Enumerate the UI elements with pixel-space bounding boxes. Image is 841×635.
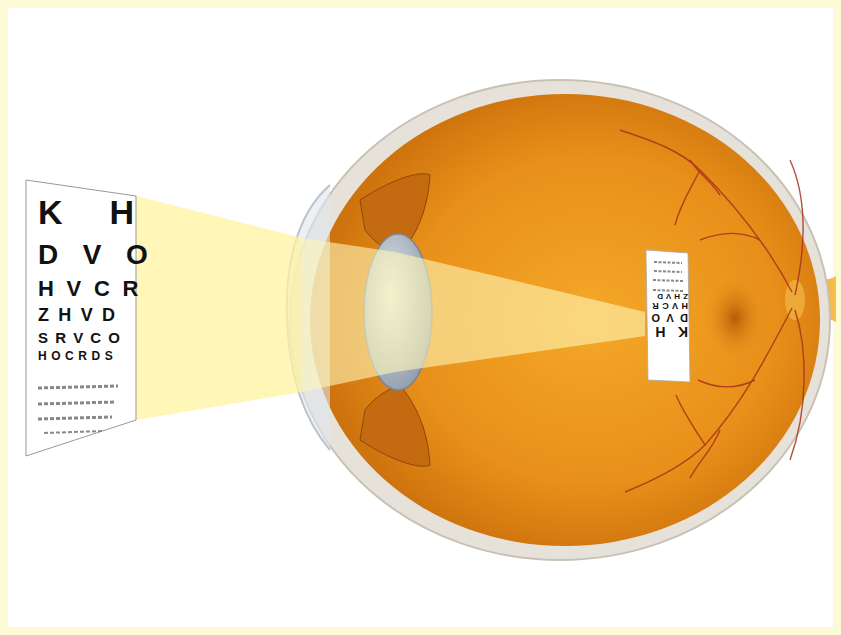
sclera: [290, 80, 830, 560]
chart-letter-row: D V O: [648, 311, 688, 324]
chart-letter-row: Z H V D: [38, 303, 158, 327]
chart-letter-row: Z H V D: [648, 292, 688, 301]
light-beam: [136, 196, 302, 420]
iris-bottom: [360, 385, 430, 466]
blood-vessels: [620, 130, 804, 492]
chart-small-rows: [38, 386, 118, 433]
retina-small-rows: [653, 262, 683, 291]
chart-letter-row: H V C R: [38, 274, 158, 304]
chart-letter-row: H O C R D S: [38, 348, 158, 364]
light-beam-inner: [302, 238, 645, 392]
retinal-image-text: K HD V OH V C RZ H V D: [648, 292, 692, 340]
retinal-image: [646, 250, 690, 382]
chart-letter-row: K H: [38, 190, 158, 236]
chart-letter-row: S R V C O: [38, 328, 158, 348]
picture-ground: [8, 8, 833, 627]
chart-letter-row: D V O: [38, 236, 158, 274]
macula: [705, 276, 765, 360]
eye-chart-text: K HD V OH V C RZ H V DS R V C OH O C R D…: [30, 190, 158, 364]
chart-letter-row: H V C R: [648, 301, 688, 311]
chart-letter-row: K H: [648, 324, 688, 340]
